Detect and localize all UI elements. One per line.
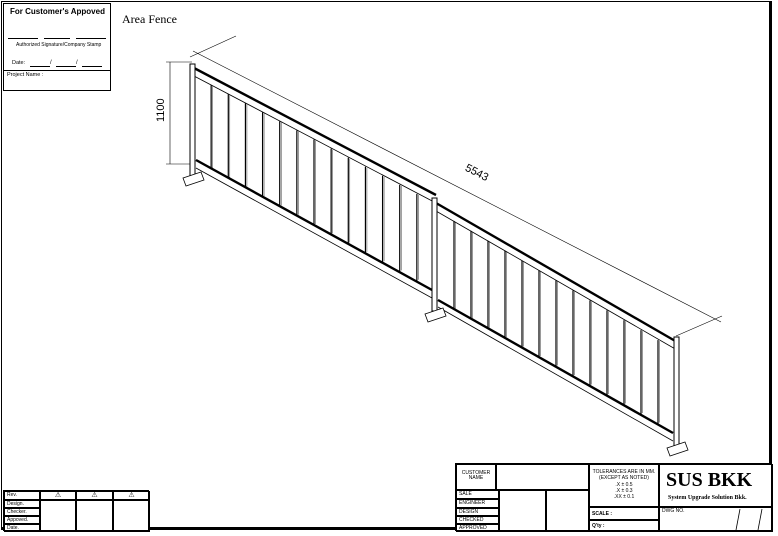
checker-label: Checker. <box>4 508 40 516</box>
tolerances-box: TOLERANCES ARE IN MM. (EXCEPT AS NOTED) … <box>589 464 659 507</box>
role-design: DESIGN <box>456 508 499 516</box>
drawing-title: Area Fence <box>122 12 177 26</box>
scale-field: SCALE : <box>589 507 659 520</box>
signature-label: Authorized Signature/Company Stamp <box>16 42 102 48</box>
tolerance-xxx: .XX ± 0.1 <box>613 494 635 500</box>
scale-label: SCALE : <box>592 511 612 517</box>
rev-col-3: ⚠ <box>113 491 150 500</box>
project-label: Project Name : <box>7 72 44 78</box>
tolerance-header: TOLERANCES ARE IN MM. <box>592 469 656 475</box>
approval-divider <box>4 70 110 71</box>
tolerance-xx: .X ± 0.3 <box>615 488 633 494</box>
customer-label: CUSTOMER NAME <box>456 464 496 490</box>
role-checked: CHECKED <box>456 516 499 524</box>
dimension-height: 1100 <box>155 98 167 122</box>
warning-icon: ⚠ <box>91 492 98 499</box>
rev-label: Rev. <box>4 491 40 500</box>
tolerance-x: .X ± 0.5 <box>615 482 633 488</box>
fence-panel-1 <box>182 63 437 299</box>
dimension-lines <box>166 35 723 337</box>
date-row-label: Date. <box>4 524 40 532</box>
role-approved: APPROVED <box>456 524 499 532</box>
warning-icon: ⚠ <box>128 492 135 499</box>
drawing-frame <box>1 1 772 530</box>
company-name: SUS BKK <box>666 469 753 491</box>
qty-label: Q'ty : <box>592 523 605 529</box>
approval-title: For Customer's Appoved <box>10 7 105 16</box>
signature-line-1 <box>8 38 38 39</box>
customer-approval-box: For Customer's Appoved Authorized Signat… <box>3 3 111 91</box>
company-box: SUS BKK System Upgrade Solution Bkk. <box>659 464 773 507</box>
dwg-slashes <box>735 508 763 531</box>
dwg-no-field: DWG NO. <box>659 507 773 532</box>
fence-panel-2 <box>424 197 689 457</box>
signature-line-3 <box>76 38 106 39</box>
dwg-no-label: DWG NO. <box>662 508 685 514</box>
qty-field: Q'ty : <box>589 520 659 532</box>
appoved-label: Appoved. <box>4 516 40 524</box>
rev-col-1: ⚠ <box>40 491 76 500</box>
role-sale: SALE <box>456 490 499 499</box>
signature-line-2 <box>44 38 70 39</box>
warning-icon: ⚠ <box>54 492 62 499</box>
role-engineer: ENGINEER <box>456 499 499 508</box>
date-label: Date: <box>12 60 26 66</box>
company-full-name: System Upgrade Solution Bkk. <box>668 495 747 501</box>
rev-col-2: ⚠ <box>76 491 113 500</box>
title-block: CUSTOMER NAME SALE ENGINEER DESIGN CHECK… <box>455 463 773 532</box>
customer-value <box>496 464 589 490</box>
design-label: Design. <box>4 500 40 508</box>
revision-table: Rev. ⚠ ⚠ ⚠ Design. Checker. Appoved. Dat… <box>3 490 150 532</box>
tolerance-note: (EXCEPT AS NOTED) <box>599 475 649 481</box>
